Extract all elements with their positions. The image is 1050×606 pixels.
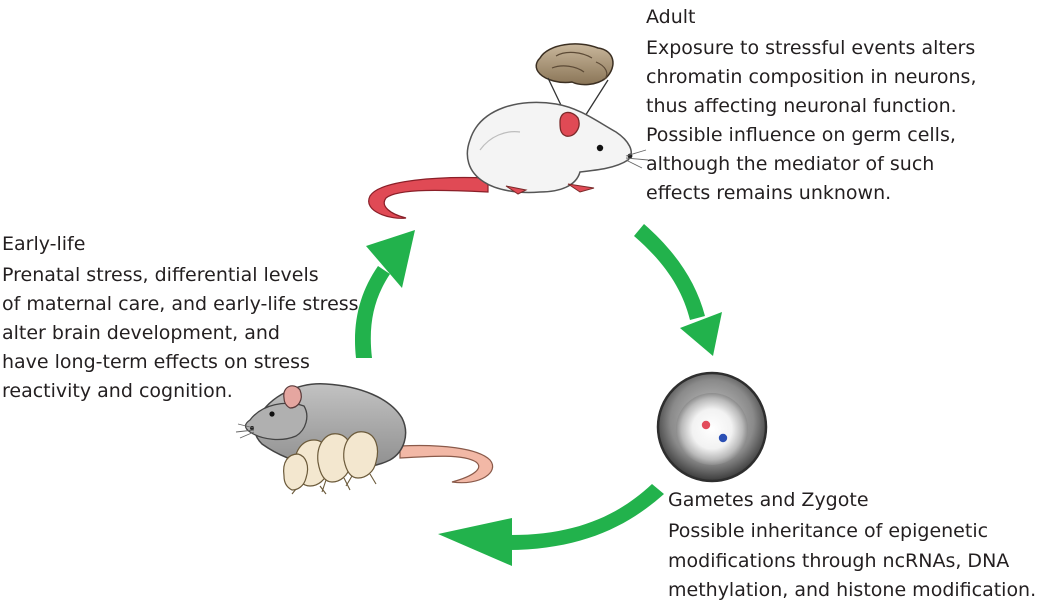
gametes-description-line: Possible inheritance of epigenetic xyxy=(668,520,989,542)
adult-heading: Adult xyxy=(646,6,696,28)
gametes-description-line: modifications through ncRNAs, DNA xyxy=(668,549,1010,572)
early-life-description-line: alter brain development, and xyxy=(2,322,280,344)
early-life-description-line: Prenatal stress, differential levels xyxy=(2,264,319,286)
adult-description-line: thus affecting neuronal function. xyxy=(646,95,957,117)
early-life-description-line: reactivity and cognition. xyxy=(2,380,233,402)
adult-description-line: Exposure to stressful events alters xyxy=(646,37,976,59)
mother-rat-with-pups-icon xyxy=(235,383,494,495)
cycle-arrow-icon xyxy=(354,230,415,358)
adult-rat-with-brain-icon xyxy=(368,43,649,219)
adult-description-line: Possible influence on germ cells, xyxy=(646,124,956,146)
gametes-zygote-stage-text: Gametes and Zygote Possible inheritance … xyxy=(668,485,1036,606)
pup-icon xyxy=(343,431,379,487)
adult-stage-text: Adult Exposure to stressful events alter… xyxy=(646,2,976,208)
adult-description-line: chromatin composition in neurons, xyxy=(646,66,977,88)
adult-description-line: effects remains unknown. xyxy=(646,182,892,204)
gametes-heading: Gametes and Zygote xyxy=(668,489,869,511)
pup-icon xyxy=(283,453,309,491)
gametes-description-line: methylation, and histone modification. xyxy=(668,579,1037,601)
cycle-arrow-icon xyxy=(634,224,722,356)
early-life-description-line: have long-term effects on stress xyxy=(2,351,310,373)
paternal-pronucleus-icon xyxy=(718,433,728,443)
early-life-heading: Early-life xyxy=(2,233,86,255)
maternal-pronucleus-icon xyxy=(701,420,711,430)
early-life-stage-text: Early-life Prenatal stress, differential… xyxy=(2,229,359,406)
early-life-description-line: of maternal care, and early-life stress xyxy=(2,293,359,315)
adult-description-line: although the mediator of such xyxy=(646,153,935,175)
cycle-arrow-icon xyxy=(438,484,664,566)
zygote-icon xyxy=(656,371,768,483)
